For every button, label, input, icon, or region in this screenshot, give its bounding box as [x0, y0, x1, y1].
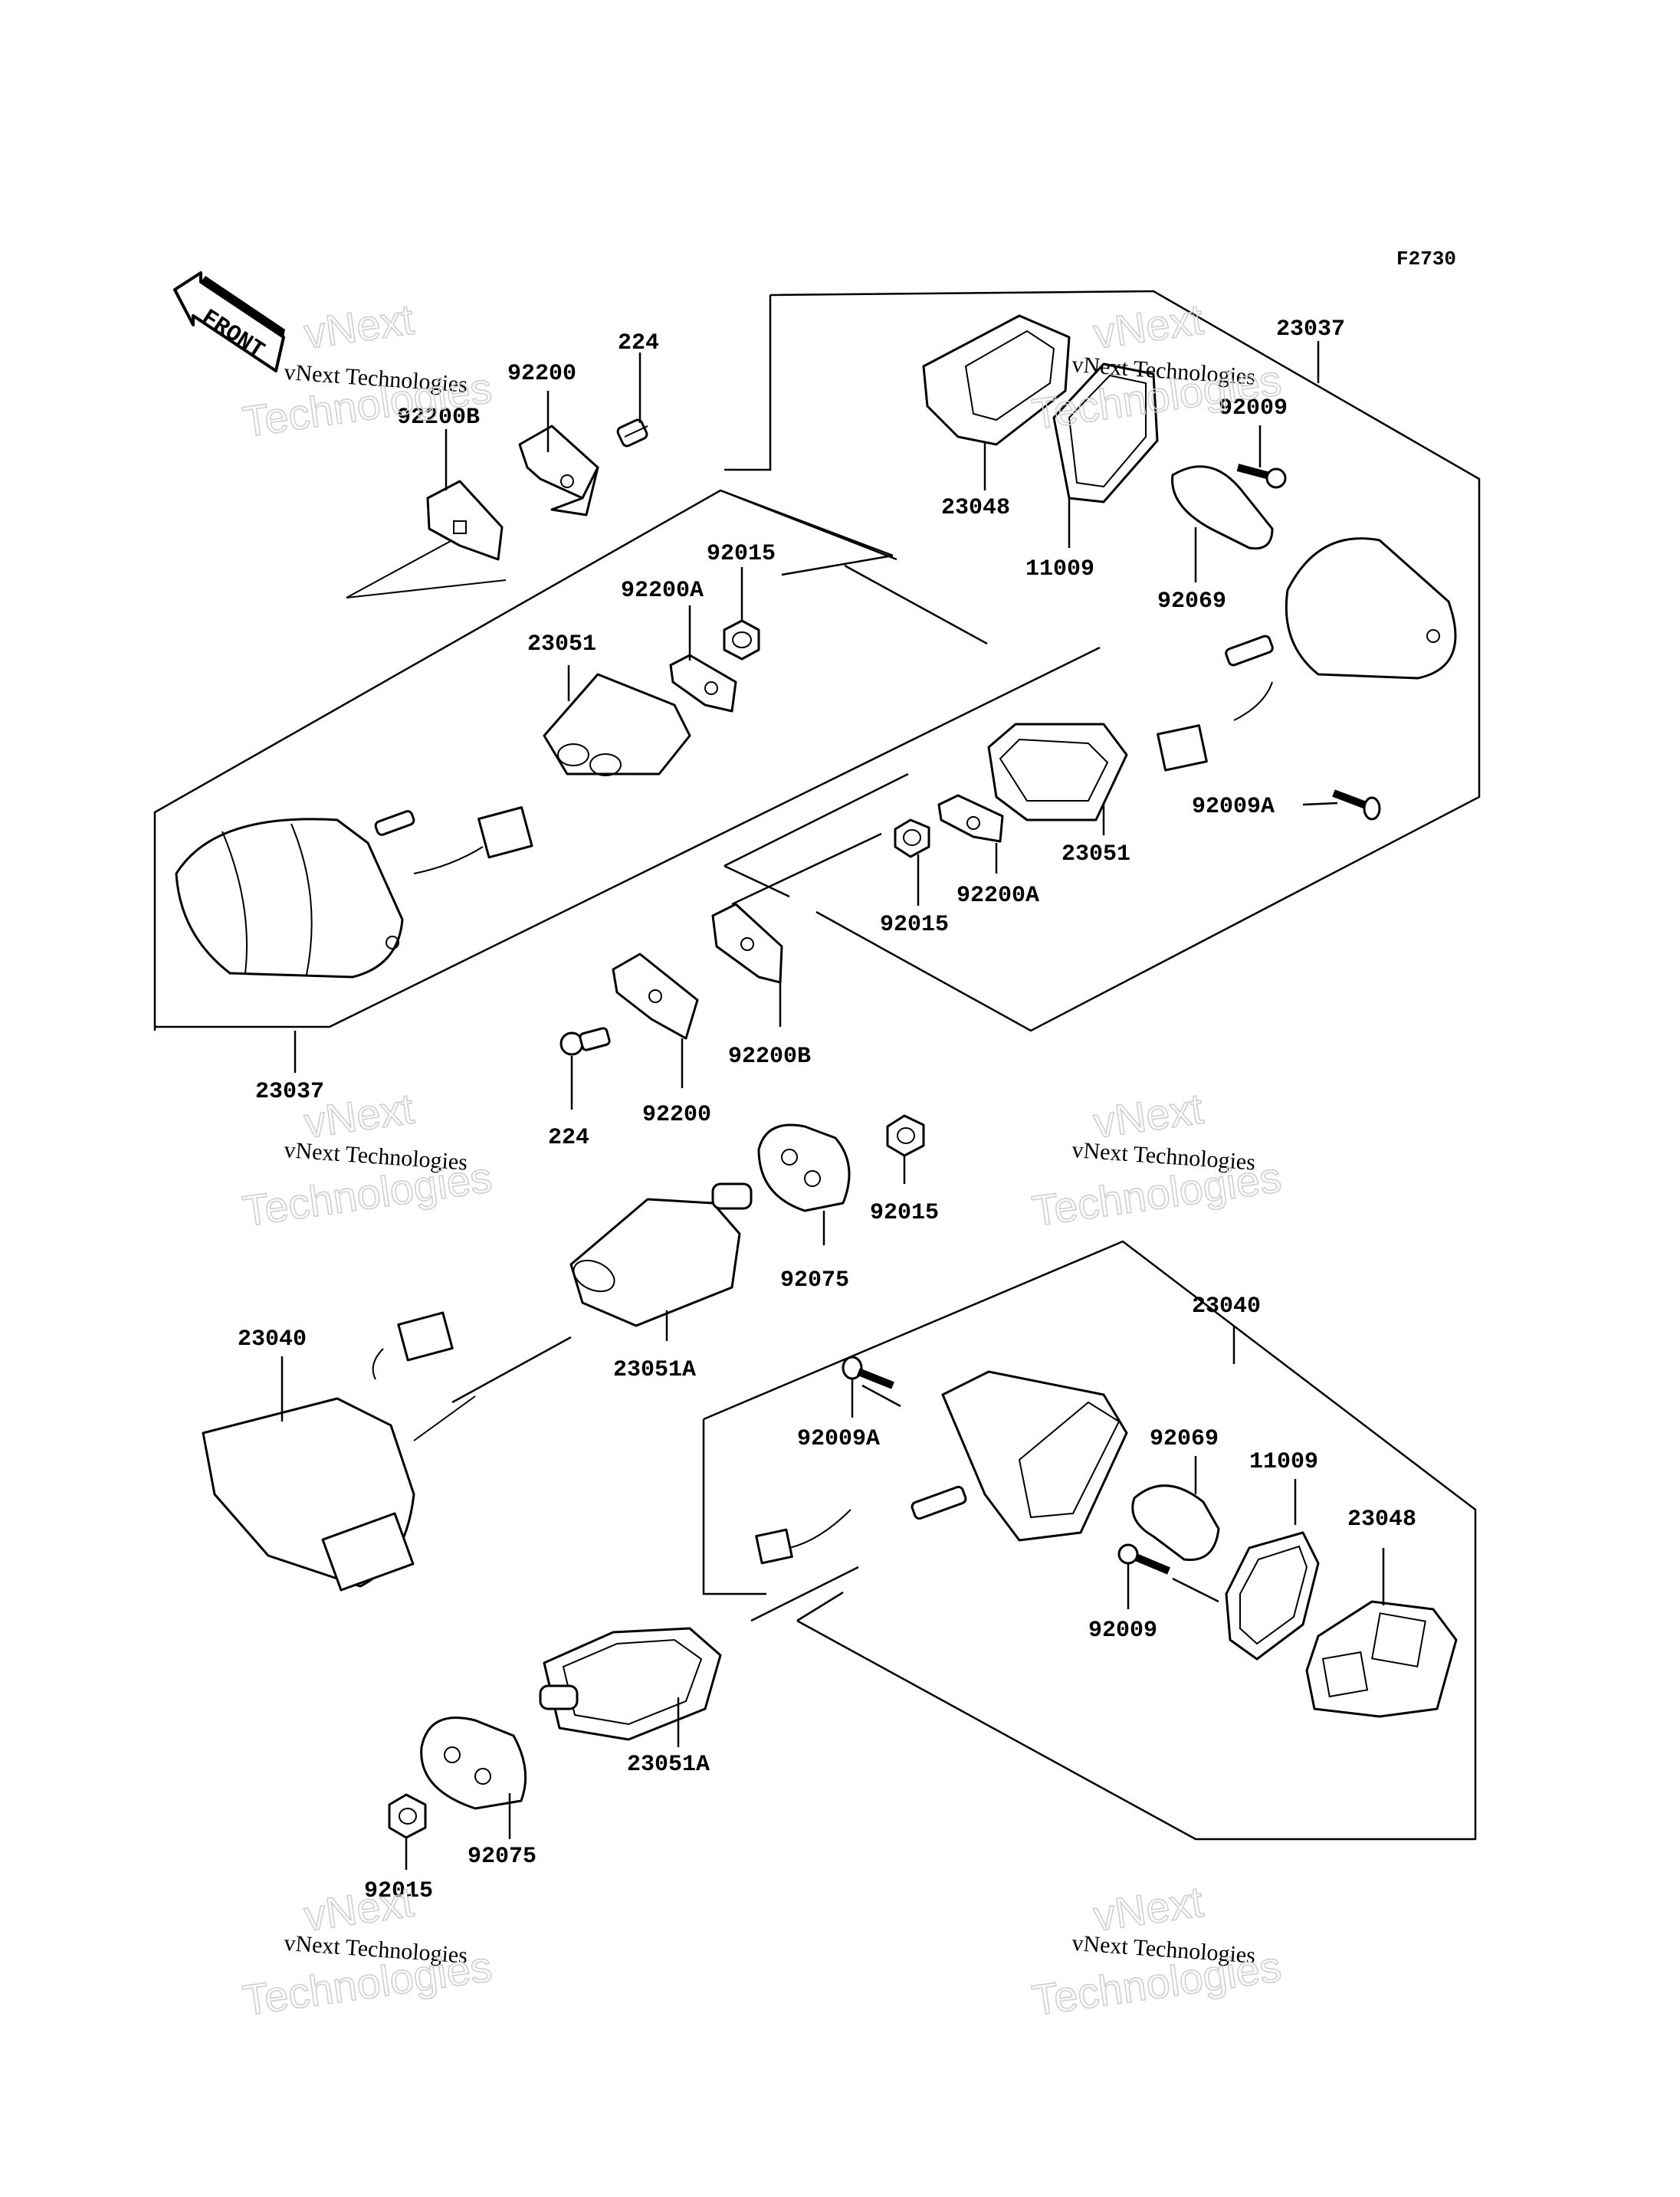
label-92075-mid: 92075 [780, 1267, 849, 1294]
screw-92009-low [1117, 1543, 1170, 1575]
label-92200B-mid: 92200B [728, 1044, 811, 1070]
nut-92015-top [723, 619, 760, 661]
label-224-mid: 224 [548, 1125, 589, 1151]
label-92200-top: 92200 [507, 361, 576, 387]
bulb-92069-top [1171, 465, 1274, 550]
bracket-92200-mid [612, 953, 699, 1040]
screw-92009A-right [1332, 789, 1381, 821]
label-23051-right: 23051 [1061, 841, 1130, 867]
label-11009-low: 11009 [1249, 1449, 1318, 1475]
label-23048-low: 23048 [1347, 1507, 1416, 1533]
watermark-4: vNext vNext Technologies Technologies [1029, 1084, 1285, 1236]
label-23051A-low: 23051A [627, 1752, 710, 1778]
label-92200B-top: 92200B [397, 405, 480, 431]
plate-92200B-mid [711, 903, 783, 984]
label-92009A-right: 92009A [1192, 794, 1275, 820]
label-92009-low: 92009 [1088, 1618, 1157, 1644]
housing-23051A-low [539, 1627, 722, 1741]
label-92015-top: 92015 [707, 541, 776, 567]
lamp-23037-left [175, 806, 533, 979]
assembly-frame-right-rear [724, 290, 1481, 1032]
label-92069-top: 92069 [1157, 589, 1226, 615]
svg-text:vNext: vNext [1091, 1877, 1206, 1940]
label-92009-right: 92009 [1219, 395, 1288, 421]
housing-23051A-mid [569, 1182, 753, 1327]
housing-23051-top [543, 673, 691, 776]
label-92075-low: 92075 [468, 1844, 536, 1870]
figure-code: F2730 [1396, 248, 1456, 271]
grommet-92075-low [420, 1717, 527, 1810]
lens-23048-low [1305, 1600, 1458, 1718]
watermark-5: vNext vNext Technologies Technologies [239, 1877, 495, 2025]
watermark-6: vNext vNext Technologies Technologies [1029, 1877, 1285, 2025]
plate-92200A-mid [937, 794, 1004, 843]
label-23040-left: 23040 [238, 1326, 307, 1353]
lens-23048-top [922, 314, 1071, 446]
label-23037-right: 23037 [1276, 316, 1345, 343]
assembly-frame-right-front [702, 1240, 1477, 1841]
svg-text:vNext: vNext [1091, 1084, 1206, 1147]
label-92015-low: 92015 [870, 1200, 939, 1226]
front-arrow-icon: FRONT [173, 271, 285, 372]
label-92009A-low: 92009A [797, 1426, 880, 1452]
part-labels: 224 92200 92200B 92015 92200A 23051 2303… [238, 316, 1416, 1904]
leader-lines [281, 341, 1385, 1870]
label-23040-right: 23040 [1192, 1294, 1261, 1320]
label-92015-mid: 92015 [880, 912, 949, 938]
svg-text:vNext: vNext [1091, 295, 1206, 358]
label-92069-low: 92069 [1150, 1426, 1219, 1452]
label-23051A-mid: 23051A [613, 1357, 696, 1383]
svg-text:vNext: vNext [301, 1877, 417, 1940]
bracket-92200-top [518, 425, 599, 516]
grommet-92075-mid [757, 1123, 851, 1212]
svg-text:vNext: vNext [301, 295, 417, 358]
screw-92009A-low [842, 1356, 894, 1389]
label-23051-top: 23051 [527, 631, 596, 657]
watermark-3: vNext vNext Technologies Technologies [239, 1084, 495, 1236]
label-23048-top: 23048 [941, 495, 1010, 521]
label-92200A-top: 92200A [621, 578, 704, 604]
label-92200A-mid: 92200A [956, 883, 1039, 909]
nut-92015-bottom [388, 1793, 427, 1839]
label-92200-mid: 92200 [642, 1102, 711, 1128]
lamp-23040-right [755, 1370, 1128, 1565]
bolt-224-mid [559, 1027, 611, 1056]
label-224-top: 224 [618, 330, 659, 356]
plate-92200B-top [426, 480, 504, 561]
housing-23051-right [987, 723, 1128, 821]
nut-92015-mid [894, 818, 930, 858]
label-92015-bottom: 92015 [364, 1878, 433, 1904]
lamp-23040-left [202, 1311, 476, 1592]
lamp-23037-right [1157, 537, 1457, 772]
screw-92009-right [1236, 464, 1287, 489]
label-11009-top: 11009 [1025, 556, 1094, 582]
assembly-frame-left-rear [153, 489, 1101, 1031]
nut-92015-low [886, 1114, 925, 1157]
gasket-11009-low [1225, 1531, 1320, 1661]
bulb-92069-low [1131, 1484, 1220, 1561]
label-23037-left: 23037 [255, 1079, 324, 1105]
plate-92200A-top [669, 654, 737, 713]
bolt-224-top [616, 418, 648, 448]
